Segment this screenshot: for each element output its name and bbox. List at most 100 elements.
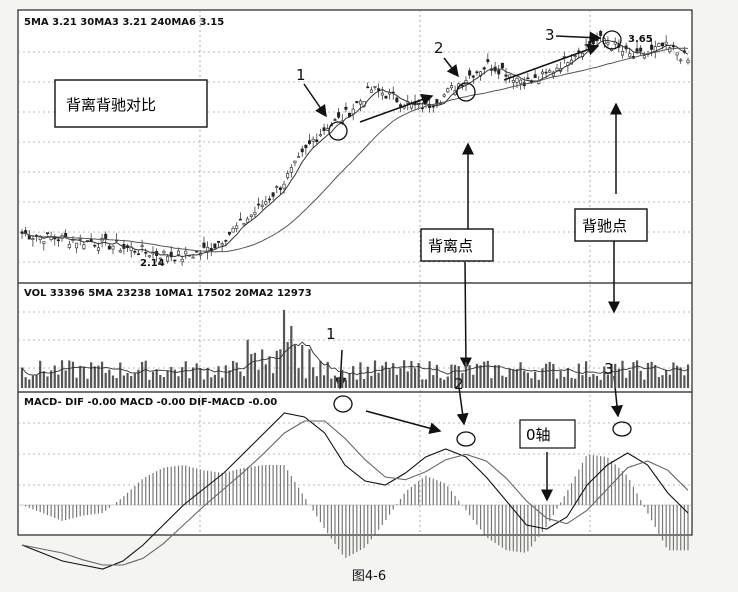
volume-bar xyxy=(359,362,362,388)
volume-bar xyxy=(599,379,602,388)
volume-bar xyxy=(552,363,555,388)
volume-moving-average xyxy=(21,341,689,376)
candle-body xyxy=(224,240,228,242)
volume-bar xyxy=(202,379,206,388)
peak-circle-3 xyxy=(602,30,622,50)
candle-body xyxy=(639,47,643,52)
volume-bar xyxy=(290,326,293,388)
candle-body xyxy=(253,212,257,215)
candle-body xyxy=(395,97,399,103)
candle-body xyxy=(398,104,402,107)
candle-body xyxy=(293,160,297,164)
volume-bar xyxy=(453,364,457,388)
volume-bar xyxy=(504,377,508,388)
candle-body xyxy=(380,92,384,96)
peak-circle-1 xyxy=(328,121,348,141)
candle-body xyxy=(460,84,464,87)
candle-body xyxy=(635,48,639,52)
candle-body xyxy=(173,259,177,262)
volume-bar xyxy=(603,366,606,388)
volume-bar xyxy=(523,370,526,388)
volume-bar xyxy=(373,360,377,388)
volume-bar xyxy=(39,360,42,388)
volume-bar xyxy=(31,375,35,388)
volume-bar xyxy=(686,364,690,388)
candle-body xyxy=(249,214,253,217)
candle-body xyxy=(366,86,370,89)
candle-body xyxy=(584,44,588,46)
candle-body xyxy=(508,74,512,78)
volume-bar xyxy=(264,364,267,388)
candle-body xyxy=(322,127,326,131)
volume-bar xyxy=(82,366,85,388)
candle-body xyxy=(191,256,195,259)
candle-body xyxy=(271,192,275,197)
candle-body xyxy=(136,253,140,256)
candle-body xyxy=(246,218,250,223)
candle-body xyxy=(591,41,595,45)
volume-bar xyxy=(362,379,366,388)
candle-body xyxy=(144,251,148,254)
volume-bar xyxy=(140,361,144,388)
candle-body xyxy=(56,239,60,242)
candle-body xyxy=(31,238,35,240)
candle-body xyxy=(351,108,355,115)
volume-bar xyxy=(621,360,624,388)
volume-bar xyxy=(130,376,133,388)
macd-legend: MACD- DIF -0.00 MACD -0.00 DIF-MACD -0.0… xyxy=(24,397,277,408)
candle-body xyxy=(304,144,308,149)
volume-bar xyxy=(235,362,238,388)
candle-body xyxy=(176,250,180,255)
volume-bar xyxy=(490,378,493,388)
zero-axis-box xyxy=(519,419,576,449)
candle-body xyxy=(504,74,508,77)
volume-bar xyxy=(46,376,49,388)
volume-peak-label-1: 1 xyxy=(326,325,336,343)
volume-bar xyxy=(508,368,511,388)
candle-body xyxy=(599,30,603,36)
volume-bar xyxy=(417,363,420,388)
volume-bar xyxy=(97,365,100,388)
volume-bar xyxy=(475,363,479,388)
volume-bar xyxy=(155,369,158,388)
volume-bar xyxy=(428,361,431,388)
volume-bar xyxy=(144,360,147,388)
volume-bar xyxy=(548,361,551,388)
volume-bar xyxy=(468,365,471,388)
volume-bar xyxy=(606,374,610,388)
candle-body xyxy=(373,85,377,88)
candle-body xyxy=(548,70,552,73)
candle-body xyxy=(486,59,490,63)
volume-bar xyxy=(432,375,435,388)
candle-body xyxy=(213,243,217,249)
candle-body xyxy=(184,250,188,255)
candle-body xyxy=(384,95,388,99)
volume-bar xyxy=(173,369,176,388)
volume-bar xyxy=(679,367,682,388)
candle-body xyxy=(446,88,450,93)
candle-body xyxy=(664,41,668,45)
candle-body xyxy=(82,244,86,250)
volume-bar xyxy=(221,377,224,388)
candle-body xyxy=(588,40,592,45)
volume-bar xyxy=(635,360,639,388)
volume-bar xyxy=(308,349,311,388)
candle-body xyxy=(267,198,271,201)
volume-bar xyxy=(672,362,675,388)
candle-body xyxy=(511,80,515,83)
callout-deviation: 背驰点 xyxy=(582,217,627,235)
volume-bar xyxy=(581,375,584,388)
volume-legend: VOL 33396 5MA 23238 10MA1 17502 20MA2 12… xyxy=(24,288,312,299)
volume-bar xyxy=(279,349,282,388)
volume-bar xyxy=(301,344,304,388)
volume-bar xyxy=(297,368,300,388)
volume-bar xyxy=(111,375,115,388)
volume-bar xyxy=(231,360,235,388)
volume-bar xyxy=(577,363,580,388)
candle-body xyxy=(628,53,632,58)
volume-bar xyxy=(250,353,253,388)
volume-bar xyxy=(268,356,271,388)
volume-bar xyxy=(406,371,409,388)
candle-body xyxy=(235,225,239,229)
volume-bar xyxy=(570,377,573,388)
